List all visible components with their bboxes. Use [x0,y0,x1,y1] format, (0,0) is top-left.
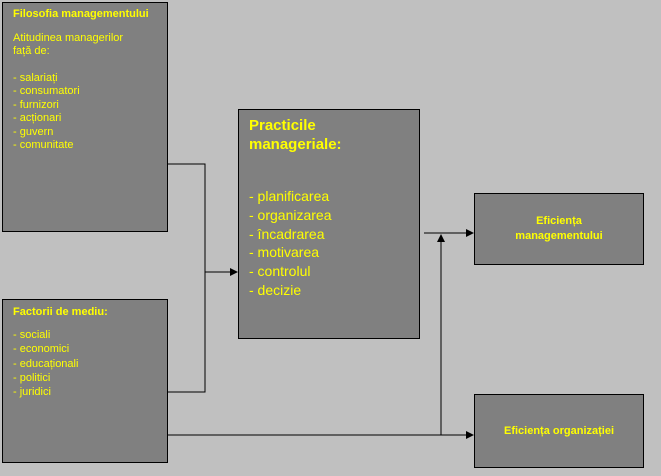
org-efficiency-label: Eficiența organizației [503,425,615,437]
philosophy-subtitle: Atitudinea managerilor față de: [13,31,124,58]
philosophy-item: - salariați [13,71,58,84]
practices-title: Practicile manageriale: [249,117,342,153]
practices-item: - planificarea [249,188,330,204]
environment-title: Factorii de mediu: [13,306,108,318]
practices-box: Practicile manageriale: - planificarea -… [238,109,420,339]
practices-item: - controlul [249,263,311,280]
environment-item: - juridici [13,386,51,399]
environment-item: - economici [13,343,70,356]
practices-item: - motivarea [249,244,320,261]
environment-item: - educaționali [13,357,79,370]
environment-item: - politici [13,371,51,384]
philosophy-title: Filosofia managementului [13,8,149,20]
connector-philosophy [168,163,206,272]
mgmt-efficiency-box: Eficiența managementului [474,193,644,265]
philosophy-item: - furnizori [13,98,59,111]
practices-item: - încadrarea [249,225,325,242]
mgmt-efficiency-line1: Eficiența [536,215,582,227]
org-efficiency-box: Eficiența organizației [474,394,644,468]
philosophy-item: - consumatori [13,85,80,97]
connector-environment [168,272,206,393]
philosophy-item: - acționari [13,112,62,124]
philosophy-item: - comunitate [13,139,74,151]
philosophy-box: Filosofia managementului Atitudinea mana… [2,2,168,232]
philosophy-item: - guvern [13,125,54,138]
practices-item: - organizarea [249,206,332,223]
mgmt-efficiency-line2: managementului [515,230,603,242]
environment-box: Factorii de mediu: - sociali - economici… [2,299,168,463]
practices-item: - decizie [249,281,302,298]
environment-item: - sociali [13,329,51,342]
